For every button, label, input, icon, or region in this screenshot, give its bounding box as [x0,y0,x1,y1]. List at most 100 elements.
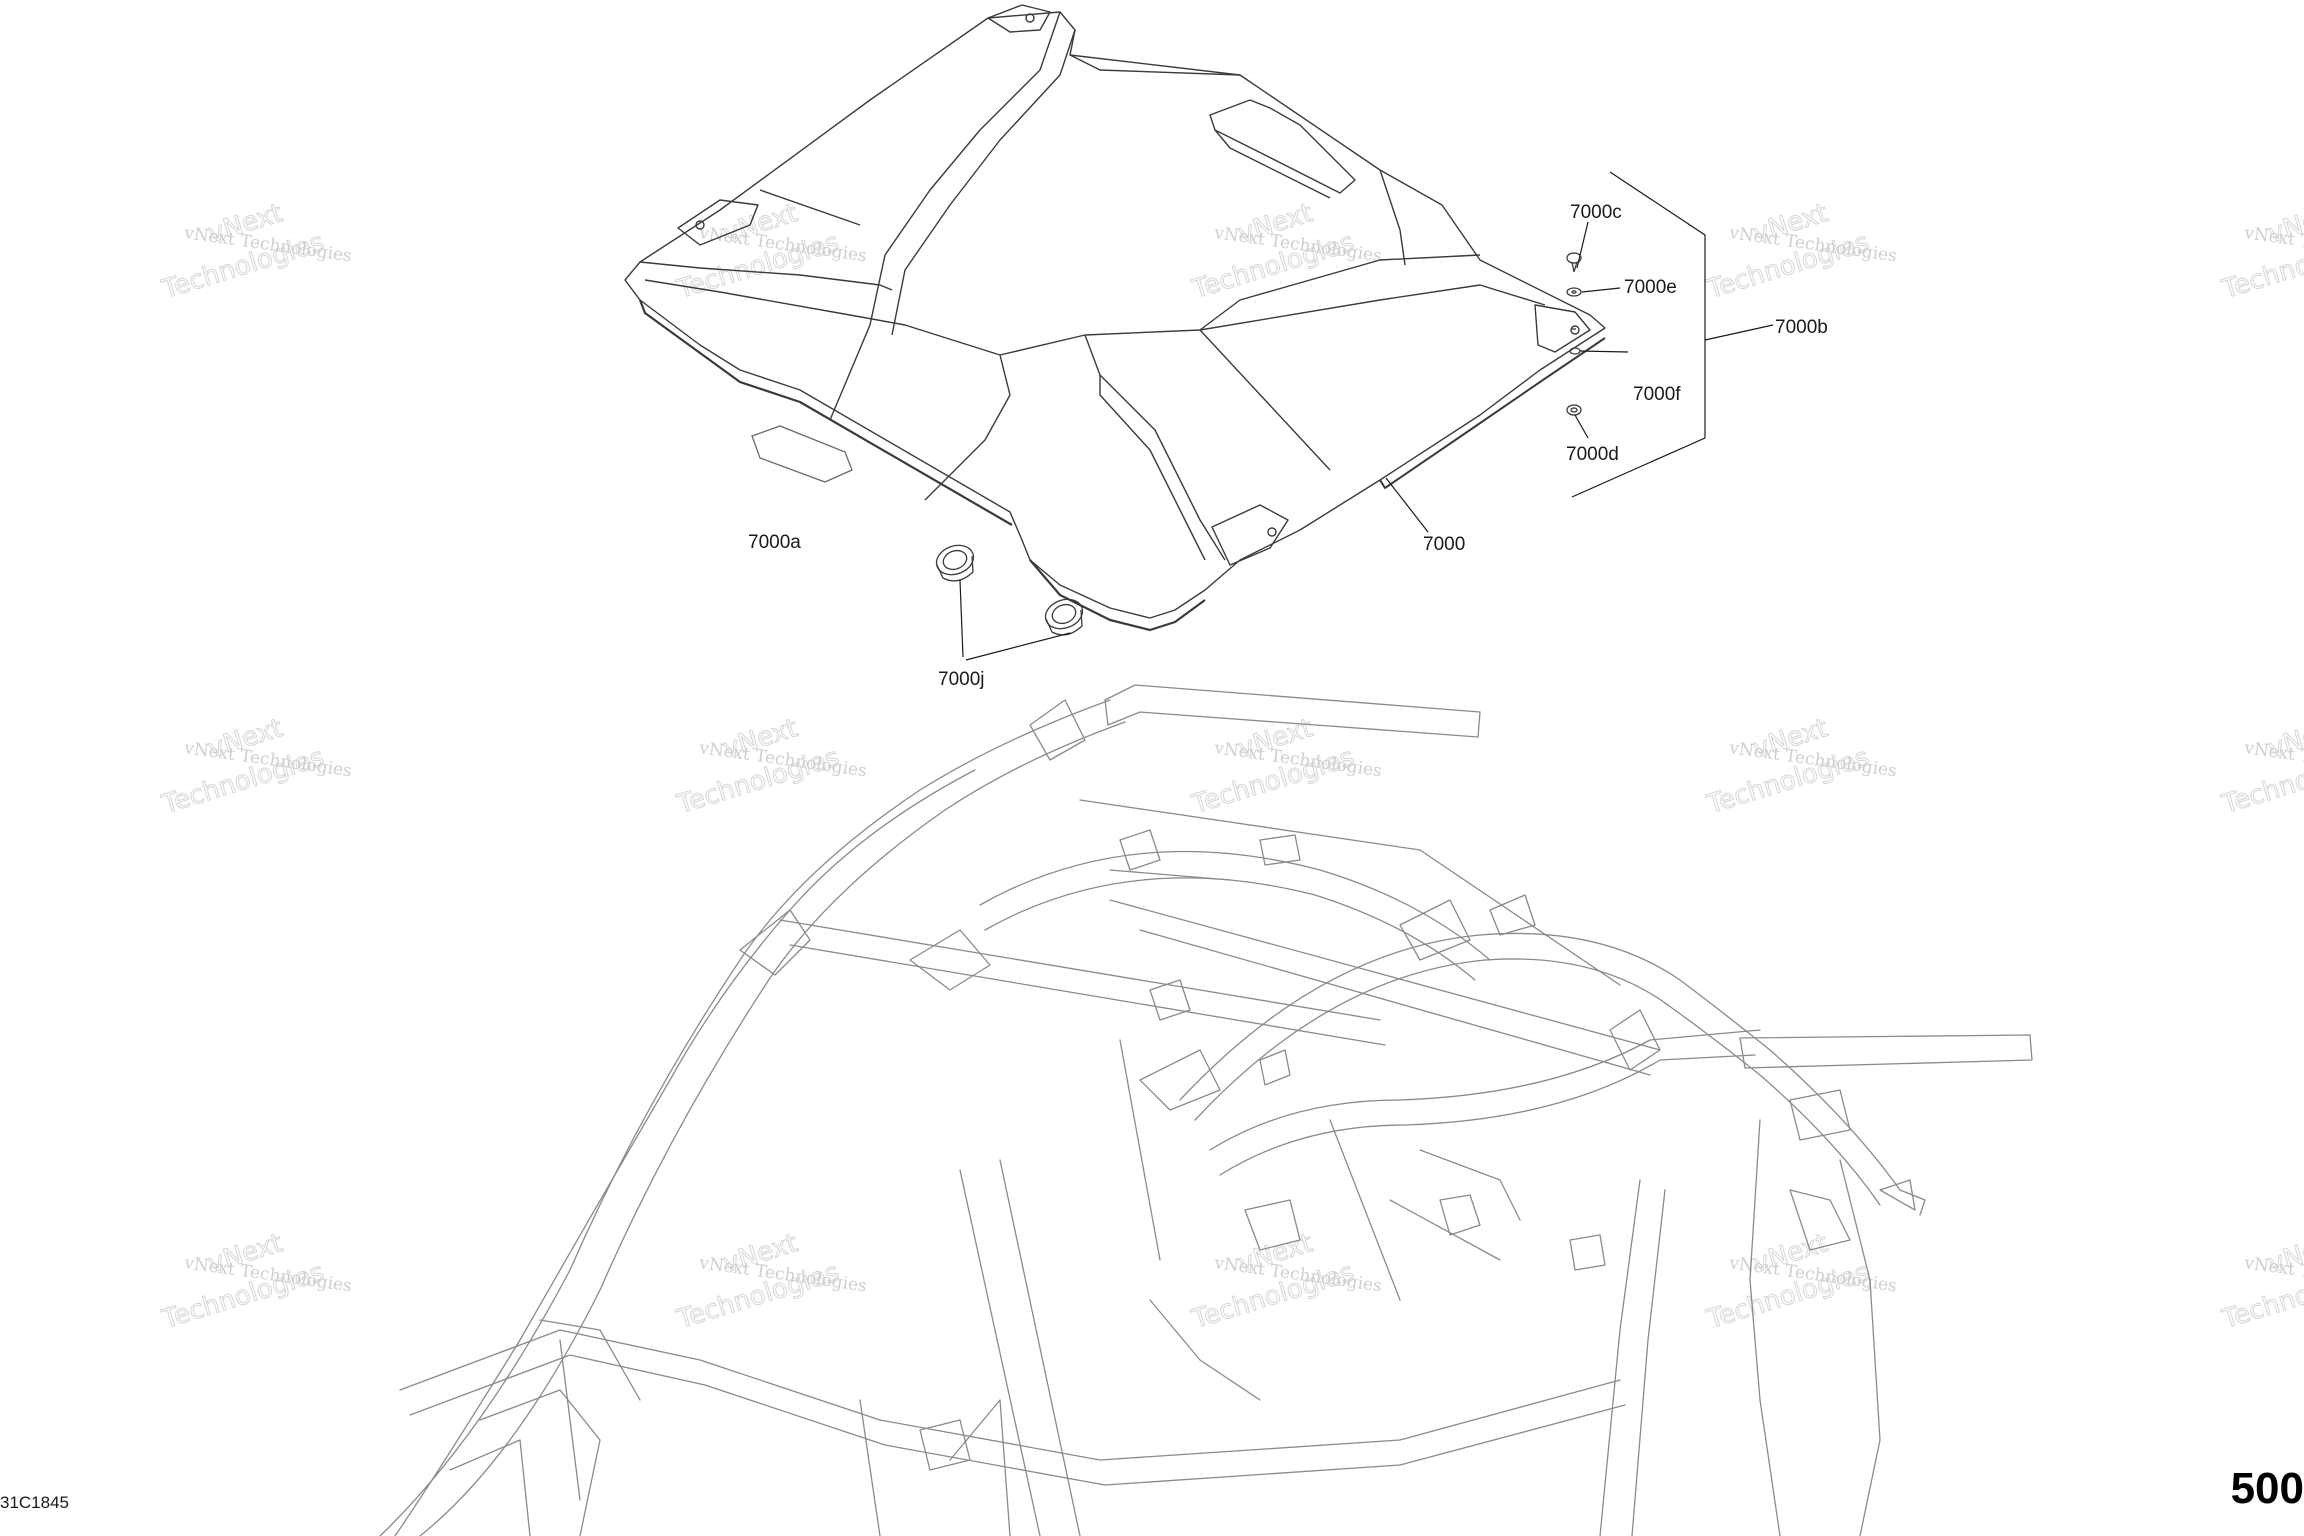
frame-gusset [1244,1199,1301,1251]
frame-tube [1194,958,1669,1121]
frame-tube [394,769,976,1536]
roof-mount-pad [987,4,1051,33]
leader-7000f [1579,350,1629,353]
leader-7000c [1576,221,1589,269]
leader-7000j [959,579,964,658]
roof-vent [1209,99,1356,194]
frame-mount [1149,979,1191,1021]
frame-mount [1259,1049,1291,1086]
roof-crease [1379,169,1406,266]
frame-tube [1839,1159,1881,1536]
watermark: Technologies vNext vNext Technologies [1703,713,1898,821]
roof-ridge [891,29,1076,336]
frame-tube [979,850,1491,961]
frame-tube [1079,799,1621,986]
frame-tube [1179,932,1681,1101]
frame-tube [1599,1179,1641,1536]
frame-tube [779,919,1381,1021]
callout-7000d: 7000d [1566,444,1619,465]
roof-crease [639,261,893,291]
roof-mount-hole [1025,13,1035,23]
roof-crease [1084,334,1226,561]
frame-tube [1664,1002,1881,1206]
watermark: Technologies vNext vNext Technologies [673,198,868,306]
decal-pad-7000a [751,425,853,483]
roof-panel [624,4,1606,632]
roof-crease [924,354,1011,501]
watermark: Technologies vNext vNext Technologies [2218,198,2304,306]
frame-tube [559,1339,581,1501]
loose-parts [751,252,1582,636]
frame-bracket [1789,1189,1851,1251]
frame-tube [409,1354,1626,1486]
callout-7000b: 7000b [1775,317,1828,338]
frame-tube [1749,1119,1781,1536]
roof-ridge [1069,54,1241,76]
watermark: Technologies vNext vNext Technologies [1188,198,1383,306]
watermark-layer: Technologies vNext vNext Technologies Te… [158,198,2304,1336]
roof-mount-hole [1267,527,1277,537]
watermark: Technologies vNext vNext Technologies [158,198,353,306]
roof-crease [759,189,861,226]
nut-7000d [1566,404,1582,416]
frame-tube [379,699,1111,1536]
frame-mount [1439,1194,1481,1236]
frame-gusset [1489,894,1536,936]
leader-7000j [965,632,1071,661]
frame-tube [1739,1034,2033,1069]
frame-mount [919,1419,971,1471]
leader-7000b [1704,324,1774,341]
frame-tube [419,721,1126,1536]
frame-tube [1149,1299,1261,1401]
frame-tube [789,944,1386,1046]
watermark: Technologies vNext vNext Technologies [673,1228,868,1336]
frame-tube [959,1169,1041,1536]
frame-tube [1139,929,1651,1076]
frame-tube [479,1389,601,1536]
frame-gusset [739,909,811,976]
roof-mount-hole [695,220,705,230]
frame-gusset [1029,699,1086,761]
frame-tube [859,1399,881,1536]
roof-ridge [829,11,1061,421]
leader-7000e [1581,287,1621,293]
frame-tube [1109,869,1231,881]
roof-front-lip [1029,559,1206,632]
callout-7000a: 7000a [748,532,801,553]
leader-7000d [1574,414,1589,439]
spacer-7000j [935,544,975,582]
roof-front-lip [638,299,1013,526]
roof-crease [644,279,1546,356]
watermark: Technologies vNext vNext Technologies [158,1228,353,1336]
callout-7000j: 7000j [938,669,985,690]
frame-tube [1631,1189,1666,1536]
washer-7000e [1566,287,1582,297]
frame-tube [949,1399,1011,1536]
frame-tube [1209,1029,1761,1151]
frame-gusset [1139,1049,1221,1111]
roof-crease [1199,329,1331,471]
frame-tube [1119,1039,1161,1261]
watermark: Technologies vNext vNext Technologies [158,713,353,821]
washer-7000f [1569,347,1581,355]
figure-id: 31C1845 [0,1493,70,1512]
frame-tube [984,877,1476,981]
roof-crease [1199,254,1481,331]
frame-gusset [1399,899,1471,961]
callout-7000f: 7000f [1633,384,1681,405]
leader-lines [959,171,1774,661]
frame-gusset [909,929,991,991]
frame-mount [1569,1234,1606,1271]
frame-mount [1789,1089,1851,1141]
frame-tube [539,1319,641,1401]
roof-outline [624,11,1606,619]
roof-mount-pad [677,199,759,246]
watermark: Technologies vNext vNext Technologies [1703,198,1898,306]
bracket-7000b [1571,171,1706,498]
frame-tube [1419,1149,1521,1221]
roof-vent-inner [1214,129,1331,199]
roof-mount-hole [1570,325,1580,335]
frame-tube [399,1329,1621,1461]
watermark: Technologies vNext vNext Technologies [673,713,868,821]
